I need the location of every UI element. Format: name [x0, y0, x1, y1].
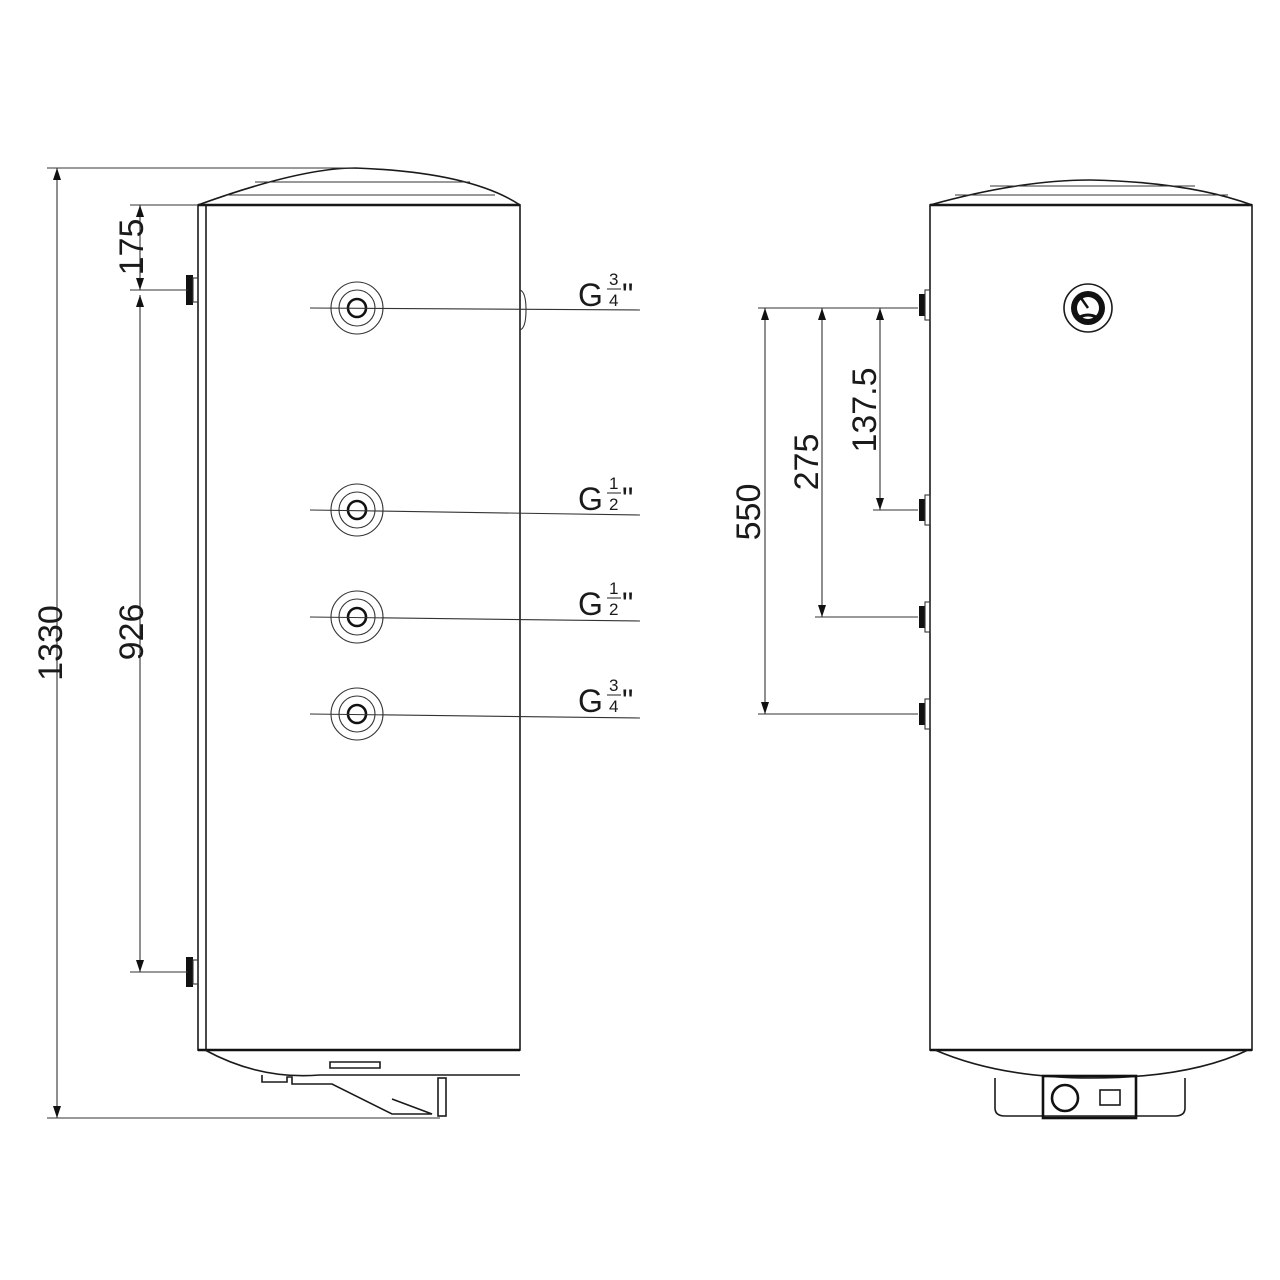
dimension-1330: 1330 [32, 167, 440, 1119]
label-text: 2 [609, 600, 618, 619]
side-fitting-upper [186, 275, 193, 305]
temperature-gauge-icon [1063, 283, 1113, 333]
drawing-stroke [329, 1061, 381, 1069]
left-tank-top-dome [197, 167, 521, 206]
left-tank-base [261, 1075, 433, 1115]
left-tank [186, 167, 527, 1117]
label-text: " [622, 277, 633, 313]
label-text: " [622, 481, 633, 517]
side-connectors [919, 289, 931, 730]
port-2 [309, 483, 641, 537]
port-1 [309, 281, 641, 335]
drawing-stroke [309, 616, 641, 622]
drawing-stroke [919, 703, 925, 725]
drawing-stroke [309, 509, 641, 516]
drawing-stroke [919, 606, 925, 628]
indicator-light [1099, 1089, 1121, 1106]
side-fitting-lower [186, 957, 193, 987]
drawing-stroke [309, 307, 641, 311]
fitting-label-4: G 3 4 " [578, 676, 633, 719]
left-tank-body [197, 204, 521, 1051]
label-text: 175 [113, 219, 151, 276]
drawing-stroke [309, 713, 641, 719]
drawing-stroke [346, 499, 368, 521]
control-box [994, 1078, 1186, 1117]
right-tank-bottom-dome [934, 1049, 1249, 1079]
dimension-137-5: 137.5 [846, 308, 918, 511]
label-text: 3 [609, 676, 618, 695]
label-text: 926 [113, 604, 151, 661]
label-text: 275 [788, 434, 826, 491]
drawing-stroke [924, 289, 931, 321]
dimension-275: 275 [788, 308, 918, 618]
label-text: 1 [609, 474, 618, 493]
front-ports [309, 281, 641, 741]
label-text: G [578, 586, 603, 622]
drawing-stroke [919, 294, 925, 316]
label-text: G [578, 683, 603, 719]
label-text: 550 [730, 484, 768, 541]
label-text: 137.5 [846, 367, 884, 452]
right-tank-top-dome [929, 179, 1253, 206]
drawing-stroke [924, 698, 931, 730]
dimension-926: 926 [113, 295, 188, 973]
drawing-stroke [192, 959, 199, 985]
label-text: G [578, 277, 603, 313]
dimension-550: 550 [730, 307, 918, 715]
drawing-stroke [924, 601, 931, 633]
drawing-stroke [192, 277, 199, 303]
fitting-label-2: G 1 2 " [578, 474, 633, 517]
fitting-label-3: G 1 2 " [578, 579, 633, 622]
label-text: 1 [609, 579, 618, 598]
label-text: G [578, 481, 603, 517]
label-text: 1330 [32, 605, 70, 681]
label-text: 3 [609, 270, 618, 289]
label-text: " [622, 586, 633, 622]
label-text: 2 [609, 495, 618, 514]
drawing-stroke [519, 289, 527, 331]
drawing-stroke [924, 494, 931, 526]
control-panel [1041, 1074, 1138, 1120]
dimension-175: 175 [113, 204, 198, 291]
drawing-stroke [919, 499, 925, 521]
drawing-stroke [1079, 297, 1090, 309]
drawing-stroke [437, 1077, 447, 1117]
port-3 [309, 590, 641, 644]
label-text: " [622, 683, 633, 719]
left-tank-bottom-dome [204, 1049, 520, 1077]
drawing-stroke [1063, 283, 1113, 333]
right-tank [919, 179, 1253, 1120]
label-text: 4 [609, 697, 618, 716]
thermostat-knob [1050, 1083, 1080, 1113]
drawing-stroke [1077, 313, 1099, 320]
label-text: 4 [609, 291, 618, 310]
fitting-label-1: G 3 4 " [578, 270, 633, 313]
port-4 [309, 687, 641, 741]
